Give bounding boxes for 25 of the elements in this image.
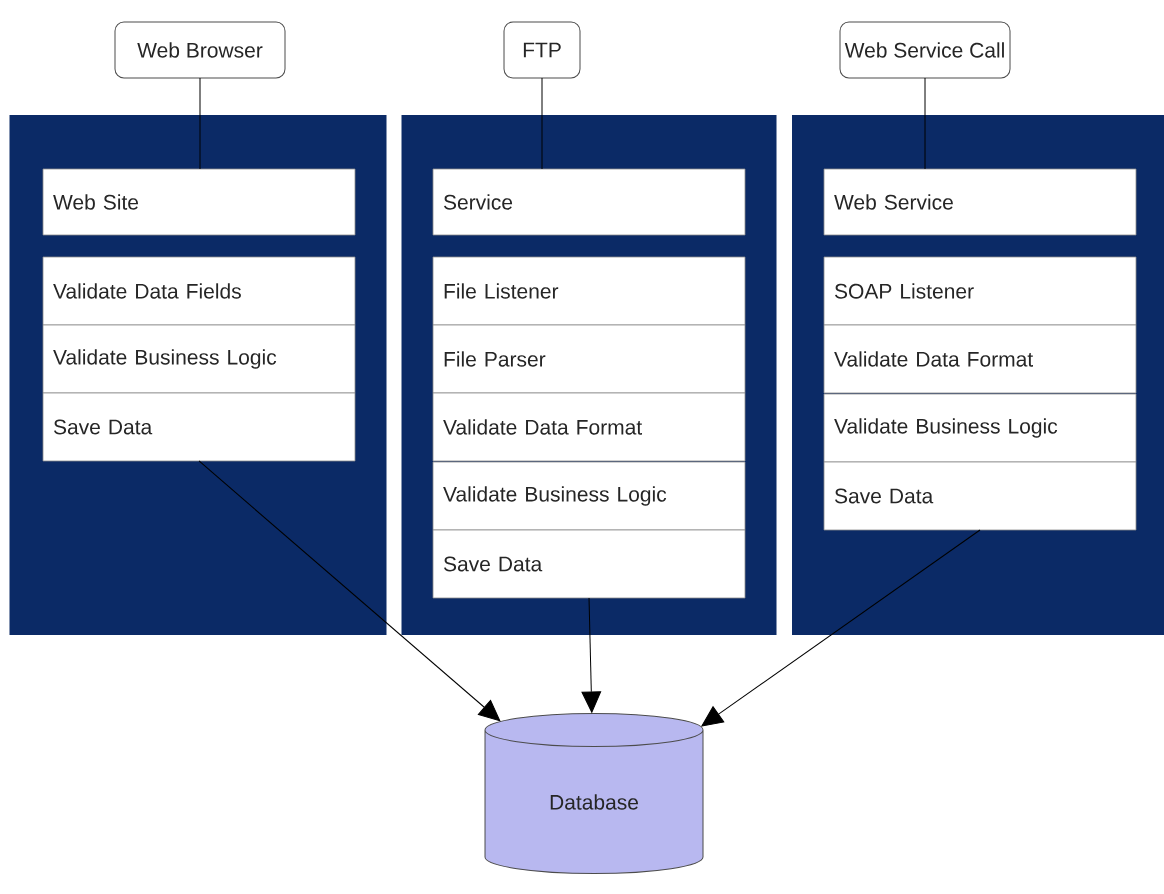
process-box: File Parser [432,324,746,394]
process-box: Validate Business Logic [823,393,1137,463]
source-box: FTP [503,21,581,79]
arrow [701,529,981,727]
process-box: Validate Data Format [432,392,746,462]
connector-line [199,77,201,170]
process-box: Validate Data Format [823,324,1137,394]
process-box: Validate Data Fields [42,256,356,326]
process-box: Save Data [823,461,1137,531]
process-box: Web Site [42,168,356,236]
database-cylinder: Database [484,713,704,874]
process-box: Service [432,168,746,236]
connector-line [541,77,543,170]
process-box: Save Data [42,392,356,462]
process-box: File Listener [432,256,746,326]
connector-line [924,77,926,170]
source-box: Web Service Call [839,21,1011,79]
process-box: SOAP Listener [823,256,1137,326]
process-box: Validate Business Logic [42,324,356,394]
arrow [198,460,501,722]
source-box: Web Browser [114,21,286,79]
process-box: Web Service [823,168,1137,236]
arrow [581,597,602,713]
process-box: Validate Business Logic [432,461,746,531]
process-box: Save Data [432,529,746,599]
